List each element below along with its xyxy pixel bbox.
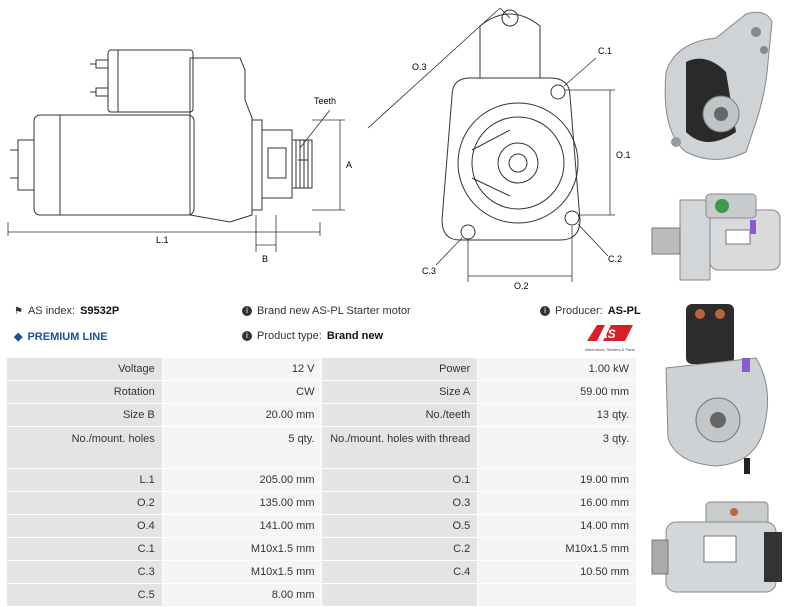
spec-key: Size A	[321, 380, 479, 404]
c3-label: C.3	[422, 266, 436, 276]
spec-value: 205.00 mm	[161, 468, 323, 492]
spec-value: M10x1.5 mm	[477, 537, 637, 561]
producer-value: AS-PL	[607, 305, 641, 317]
tag-icon: ⚑	[14, 305, 23, 317]
spec-value: 13 qty.	[477, 403, 637, 427]
side-view-diagram: Teeth A B L.1	[7, 49, 352, 264]
info-icon: i	[540, 306, 550, 316]
spec-key: L.1	[6, 468, 163, 492]
spec-key: O.3	[321, 491, 479, 515]
spec-key: No./mount. holes	[6, 426, 163, 469]
logo-tagline: Alternators, Starters & Parts	[585, 347, 635, 352]
spec-value: 20.00 mm	[161, 403, 323, 427]
as-logo-mark: AS	[587, 325, 633, 341]
spec-key: C.3	[6, 560, 163, 584]
spec-key: No./mount. holes with thread	[321, 426, 479, 469]
spec-key: O.1	[321, 468, 479, 492]
product-type-label: Product type:	[257, 330, 322, 342]
description-text: Brand new AS-PL Starter motor	[257, 305, 411, 317]
c2-label: C.2	[608, 254, 622, 264]
front-view-diagram: O.3 C.1 O.1 C.2 C.3 O.2	[367, 7, 631, 291]
spec-value: 5 qty.	[161, 426, 323, 469]
spec-value: 141.00 mm	[161, 514, 323, 538]
product-type-value: Brand new	[326, 330, 384, 342]
spec-value: CW	[161, 380, 323, 404]
c1-label: C.1	[598, 46, 612, 56]
product-photo-body	[646, 482, 784, 598]
spec-value: M10x1.5 mm	[161, 537, 323, 561]
o2-label: O.2	[514, 281, 529, 291]
spec-key: No./teeth	[321, 403, 479, 427]
product-type: i Product type: Brand new	[242, 330, 383, 342]
spec-key: C.2	[321, 537, 479, 561]
spec-value: 135.00 mm	[161, 491, 323, 515]
spec-value: 16.00 mm	[477, 491, 637, 515]
spec-key: Voltage	[6, 357, 163, 381]
spec-value: 12 V	[161, 357, 323, 381]
producer: i Producer: AS-PL	[540, 305, 641, 317]
size-b-label: B	[262, 254, 268, 264]
spec-key: C.4	[321, 560, 479, 584]
size-a-label: A	[346, 160, 352, 170]
o1-label: O.1	[616, 150, 631, 160]
as-pl-logo: AS Alternators, Starters & Parts	[585, 323, 637, 352]
spec-value	[477, 583, 637, 607]
spec-value: 8.00 mm	[161, 583, 323, 607]
product-photo-front	[646, 2, 784, 172]
diamond-icon: ◆	[14, 331, 23, 343]
spec-key: Rotation	[6, 380, 163, 404]
spec-key: C.1	[6, 537, 163, 561]
spec-value: 3 qty.	[477, 426, 637, 469]
premium-line-badge: ◆ PREMIUM LINE	[14, 330, 108, 344]
spec-key: O.4	[6, 514, 163, 538]
spec-value: 14.00 mm	[477, 514, 637, 538]
length-l1-label: L.1	[156, 235, 169, 245]
producer-label: Producer:	[555, 305, 603, 317]
info-icon: i	[242, 306, 252, 316]
as-index-label: AS index:	[27, 305, 76, 317]
as-index: ⚑ AS index: S9532P	[14, 305, 119, 317]
info-icon: i	[242, 331, 252, 341]
spec-value: 59.00 mm	[477, 380, 637, 404]
spec-value: 19.00 mm	[477, 468, 637, 492]
product-photo-solenoid	[646, 298, 784, 476]
product-photo-side	[646, 180, 784, 290]
svg-text:AS: AS	[598, 327, 616, 341]
teeth-label: Teeth	[314, 96, 336, 106]
premium-line-label: PREMIUM LINE	[27, 330, 108, 343]
spec-key: O.2	[6, 491, 163, 515]
spec-key: C.5	[6, 583, 163, 607]
o3-label: O.3	[412, 62, 427, 72]
spec-key: O.5	[321, 514, 479, 538]
as-index-value: S9532P	[80, 305, 120, 317]
spec-value: 10.50 mm	[477, 560, 637, 584]
spec-key	[321, 583, 479, 607]
spec-value: 1.00 kW	[477, 357, 637, 381]
spec-value: M10x1.5 mm	[161, 560, 323, 584]
spec-key: Power	[321, 357, 479, 381]
spec-key: Size B	[6, 403, 163, 427]
product-description: i Brand new AS-PL Starter motor	[242, 305, 411, 317]
